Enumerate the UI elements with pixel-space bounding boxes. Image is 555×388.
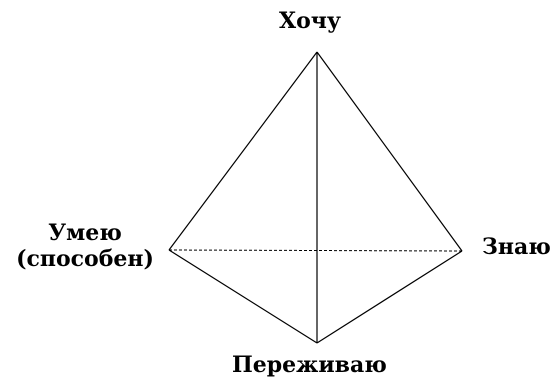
edge-right-bottom — [316, 250, 463, 344]
vertex-label-left-line2: (способен) — [16, 246, 154, 272]
vertex-label-right: Знаю — [482, 234, 551, 260]
edge-left-bottom — [168, 249, 318, 344]
vertex-label-top: Хочу — [279, 8, 341, 34]
vertex-label-left-line1: Умею — [48, 220, 122, 246]
vertex-label-bottom: Переживаю — [232, 352, 387, 378]
vertex-label-left: Умею (способен) — [10, 220, 160, 272]
edge-left-right-hidden — [168, 249, 463, 252]
edge-top-left — [168, 51, 318, 251]
edge-top-right — [316, 51, 463, 252]
